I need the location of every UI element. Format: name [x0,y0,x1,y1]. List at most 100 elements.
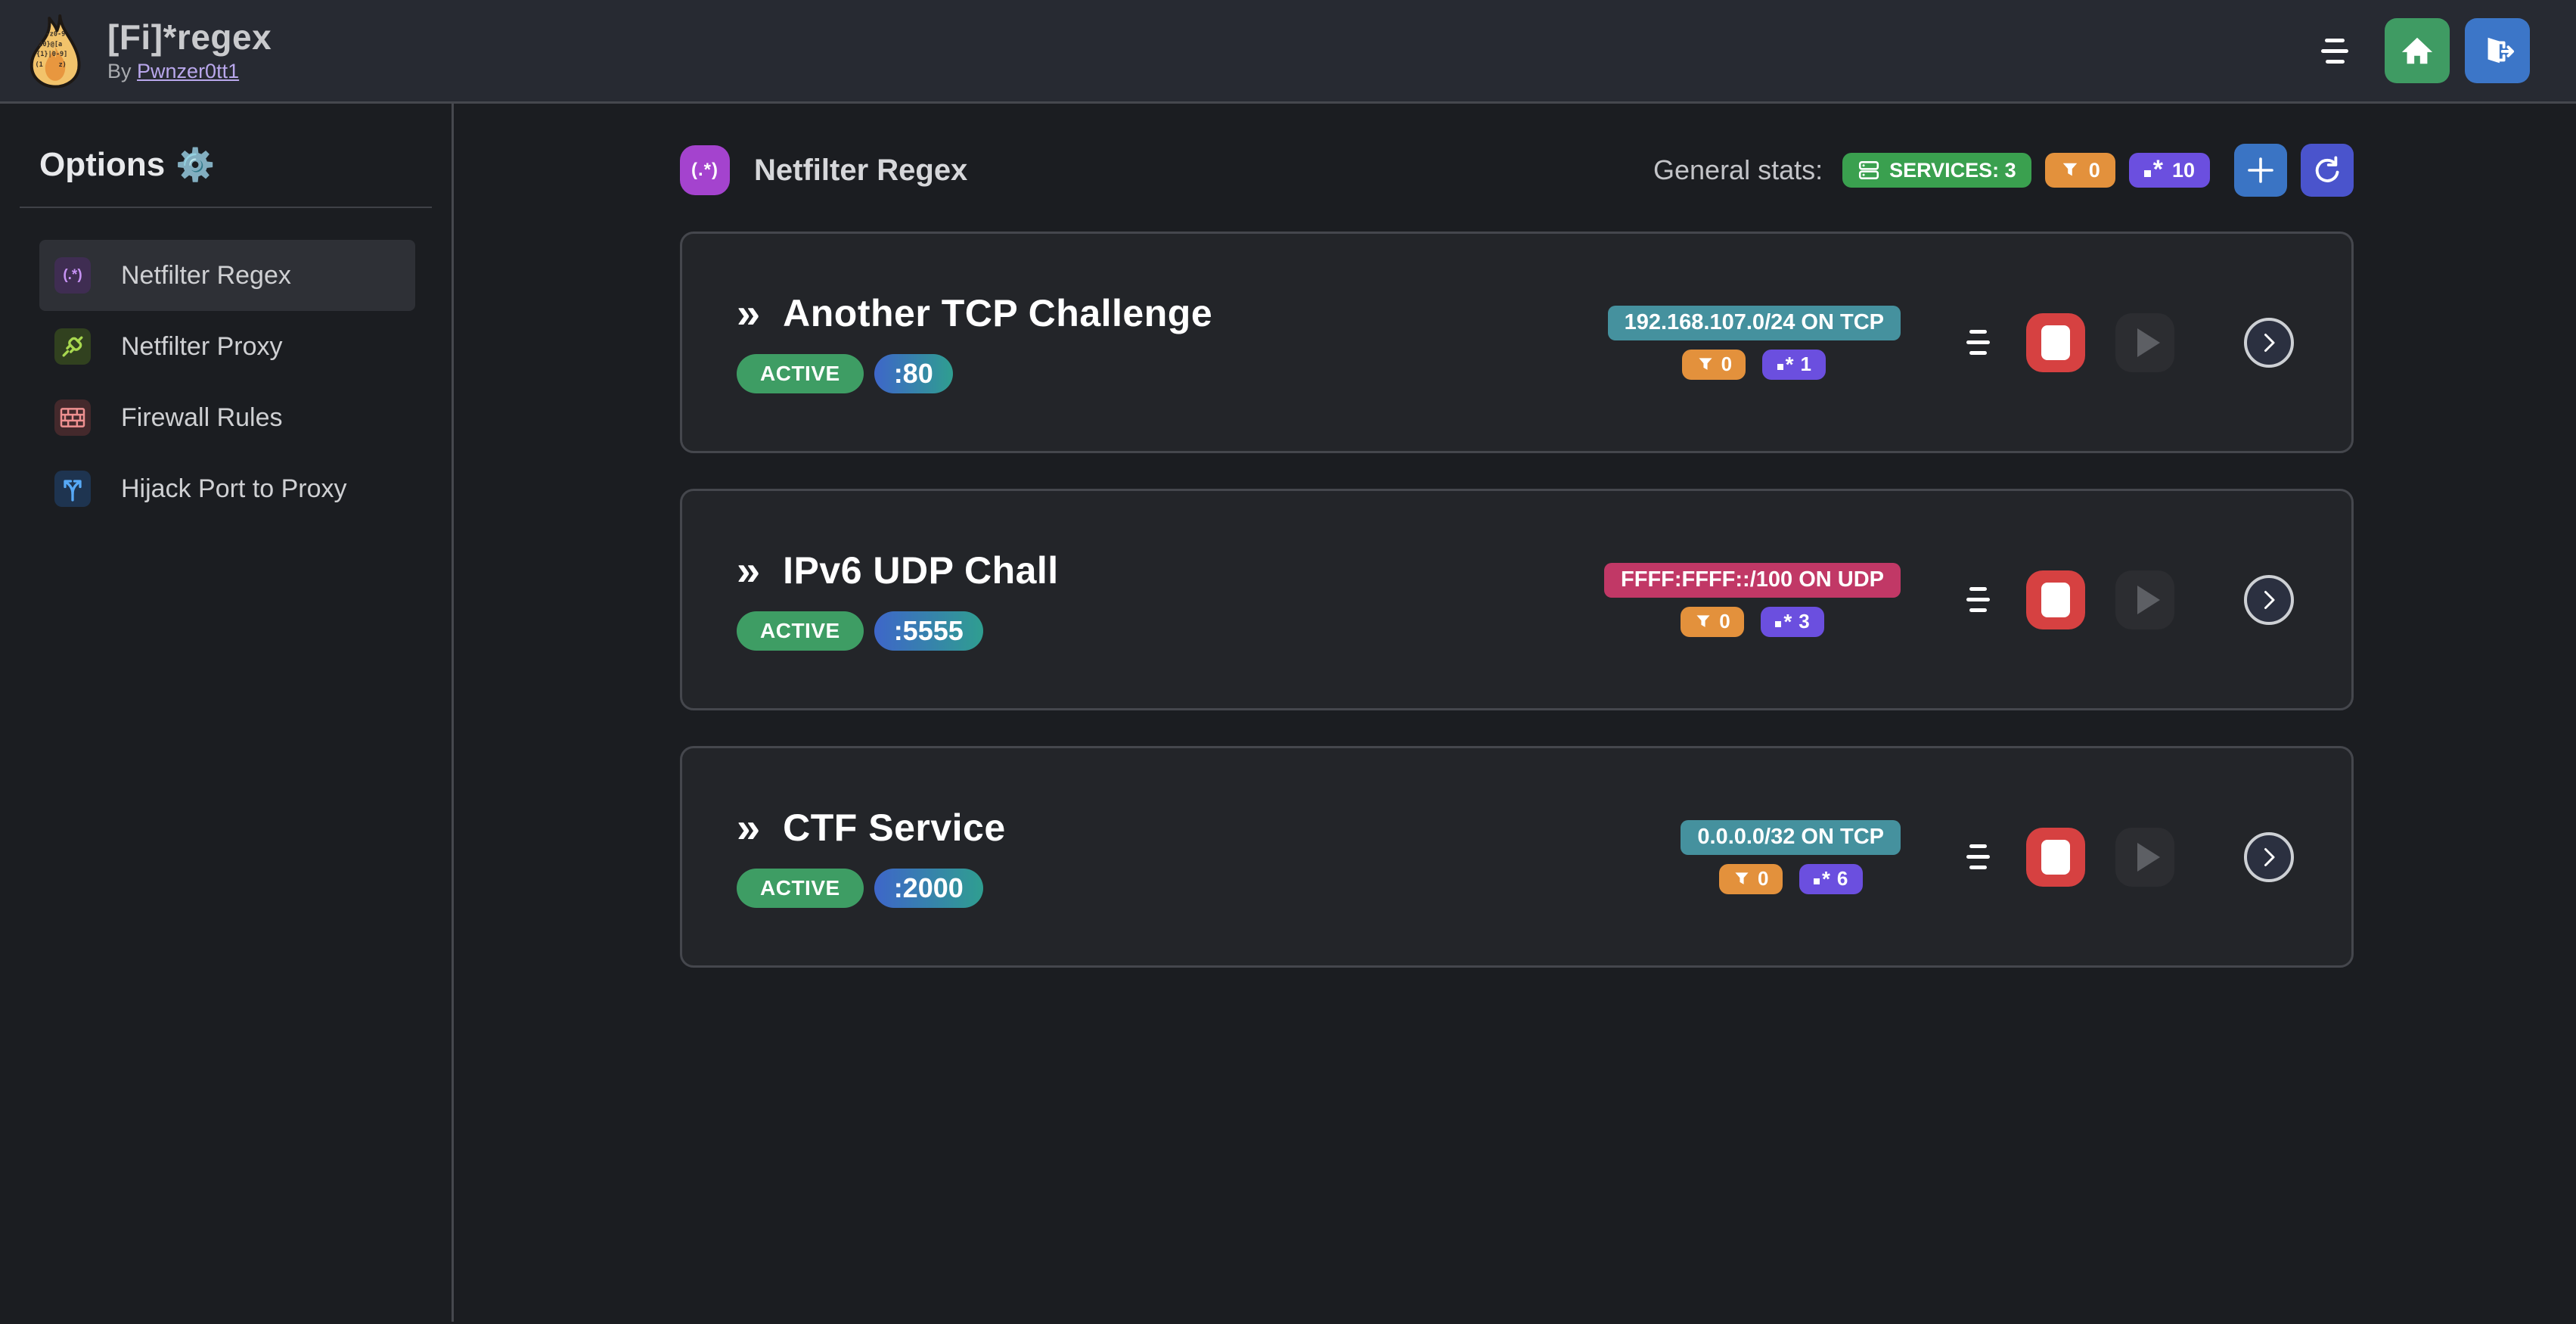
port-badge: :5555 [874,611,983,651]
regex-icon: (.*) [54,257,91,294]
status-badge: ACTIVE [737,611,864,651]
home-icon [2401,37,2433,64]
service-card-left: » Another TCP Challenge ACTIVE :80 [737,291,1212,393]
sidebar-item-label: Netfilter Regex [121,260,291,290]
service-card[interactable]: » Another TCP Challenge ACTIVE :80 192.1… [680,232,2354,453]
svg-text:{1}|0-9]: {1}|0-9] [36,51,67,58]
sidebar-item-firewall-rules[interactable]: Firewall Rules [39,382,415,453]
regex-dot-star-icon: * [1775,611,1792,632]
regexes-count-badge: * 10 [2128,153,2210,188]
flame-logo-icon: -z0-9 20}@[a {1}|0-9] (1 z) [29,14,81,89]
sidebar-item-label: Netfilter Proxy [121,331,283,361]
regex-count-badge: * 1 [1762,349,1826,380]
funnel-icon [2062,163,2077,176]
service-card-right: 0.0.0.0/32 ON TCP 0 * 6 [1681,819,2294,894]
refresh-button[interactable] [2301,144,2354,197]
byline-prefix: By [107,59,132,82]
play-icon [2137,585,2160,614]
filter-count-label: 0 [1719,610,1730,632]
refresh-icon [2315,156,2339,182]
regex-section-icon: (.*) [680,145,730,195]
play-button[interactable] [2115,312,2174,372]
logout-button[interactable] [2465,18,2530,83]
stop-button[interactable] [2026,827,2085,887]
service-details-button[interactable] [2244,574,2294,625]
service-menu-button[interactable] [1963,330,1993,355]
regex-count-badge: * 3 [1761,606,1824,637]
service-details-button[interactable] [2244,317,2294,368]
regex-dot-star-icon: * [1777,354,1794,375]
services-count-label: SERVICES: 3 [1889,158,2016,182]
filters-count-label: 0 [2088,158,2100,182]
service-card-right: 192.168.107.0/24 ON TCP 0 * 1 [1607,305,2294,380]
filter-count-label: 0 [1757,867,1769,890]
funnel-icon [1698,357,1712,370]
menu-icon[interactable] [2318,38,2351,64]
port-badge: :80 [874,354,953,393]
author-link[interactable]: Pwnzer0tt1 [137,59,240,82]
regex-dot-star-icon: * [2143,157,2163,182]
service-card-left: » CTF Service ACTIVE :2000 [737,806,1006,908]
logout-icon [2488,37,2515,64]
play-button[interactable] [2115,827,2174,887]
general-stats: General stats: SERVICES: 3 [1653,144,2354,197]
stats-label: General stats: [1653,154,1823,185]
header-actions [2318,18,2530,83]
chevron-right-icon [2264,847,2275,866]
server-icon [1859,161,1879,179]
section-header: (.*) Netfilter Regex General stats: SERV… [680,144,2354,197]
add-service-button[interactable] [2234,144,2287,197]
chevrons-right-icon: » [737,289,761,337]
main-content: (.*) Netfilter Regex General stats: SERV… [454,104,2576,1322]
service-menu-button[interactable] [1963,844,1993,869]
sidebar-item-label: Hijack Port to Proxy [121,474,347,503]
service-card[interactable]: » IPv6 UDP Chall ACTIVE :5555 FFFF:FFFF:… [680,489,2354,710]
service-list: » Another TCP Challenge ACTIVE :80 192.1… [680,232,2354,968]
address-badge: 0.0.0.0/32 ON TCP [1681,819,1901,855]
section-title: Netfilter Regex [754,153,968,187]
service-name: Another TCP Challenge [783,292,1213,334]
regex-count-label: 6 [1836,867,1848,890]
service-card-right: FFFF:FFFF::/100 ON UDP 0 * 3 [1604,562,2294,637]
sidebar-item-hijack-port[interactable]: Hijack Port to Proxy [39,453,415,524]
service-card[interactable]: » CTF Service ACTIVE :2000 0.0.0.0/32 ON… [680,746,2354,968]
service-name: IPv6 UDP Chall [783,549,1059,592]
status-badge: ACTIVE [737,354,864,393]
filter-count-badge: 0 [1682,349,1746,380]
svg-text:20}@[a: 20}@[a [39,41,62,48]
app-title: [Fi]*regex [107,17,272,57]
app-header: -z0-9 20}@[a {1}|0-9] (1 z) [Fi]*regex B… [0,0,2576,104]
services-count-badge: SERVICES: 3 [1842,153,2031,188]
stop-button[interactable] [2026,570,2085,629]
service-details-button[interactable] [2244,831,2294,882]
stop-icon [2041,582,2070,617]
sidebar-item-label: Firewall Rules [121,402,283,432]
split-arrows-icon [54,471,91,507]
service-menu-button[interactable] [1963,587,1993,612]
stop-icon [2041,839,2070,875]
regex-count-label: 1 [1800,353,1811,375]
sidebar-item-netfilter-proxy[interactable]: Netfilter Proxy [39,311,415,382]
filter-count-badge: 0 [1718,863,1783,894]
status-badge: ACTIVE [737,869,864,908]
stop-button[interactable] [2026,312,2085,372]
byline: By Pwnzer0tt1 [107,60,272,83]
funnel-icon [1696,614,1710,627]
address-badge: 192.168.107.0/24 ON TCP [1607,305,1901,340]
funnel-icon [1735,872,1749,884]
sidebar-item-netfilter-regex[interactable]: (.*) Netfilter Regex [39,240,415,311]
plug-icon [54,328,91,365]
play-icon [2137,842,2160,872]
home-button[interactable] [2385,18,2450,83]
sidebar: Options ⚙️ (.*) Netfilter Regex [0,104,454,1322]
svg-text:(1 z): (1 z) [35,61,66,69]
port-badge: :2000 [874,869,983,908]
regex-count-label: 3 [1799,610,1810,632]
address-badge: FFFF:FFFF::/100 ON UDP [1604,562,1901,598]
regex-count-badge: * 6 [1799,863,1863,894]
app-title-block: [Fi]*regex By Pwnzer0tt1 [107,18,272,83]
stop-icon [2041,325,2070,360]
service-card-left: » IPv6 UDP Chall ACTIVE :5555 [737,549,1059,651]
chevrons-right-icon: » [737,546,761,594]
play-button[interactable] [2115,570,2174,629]
